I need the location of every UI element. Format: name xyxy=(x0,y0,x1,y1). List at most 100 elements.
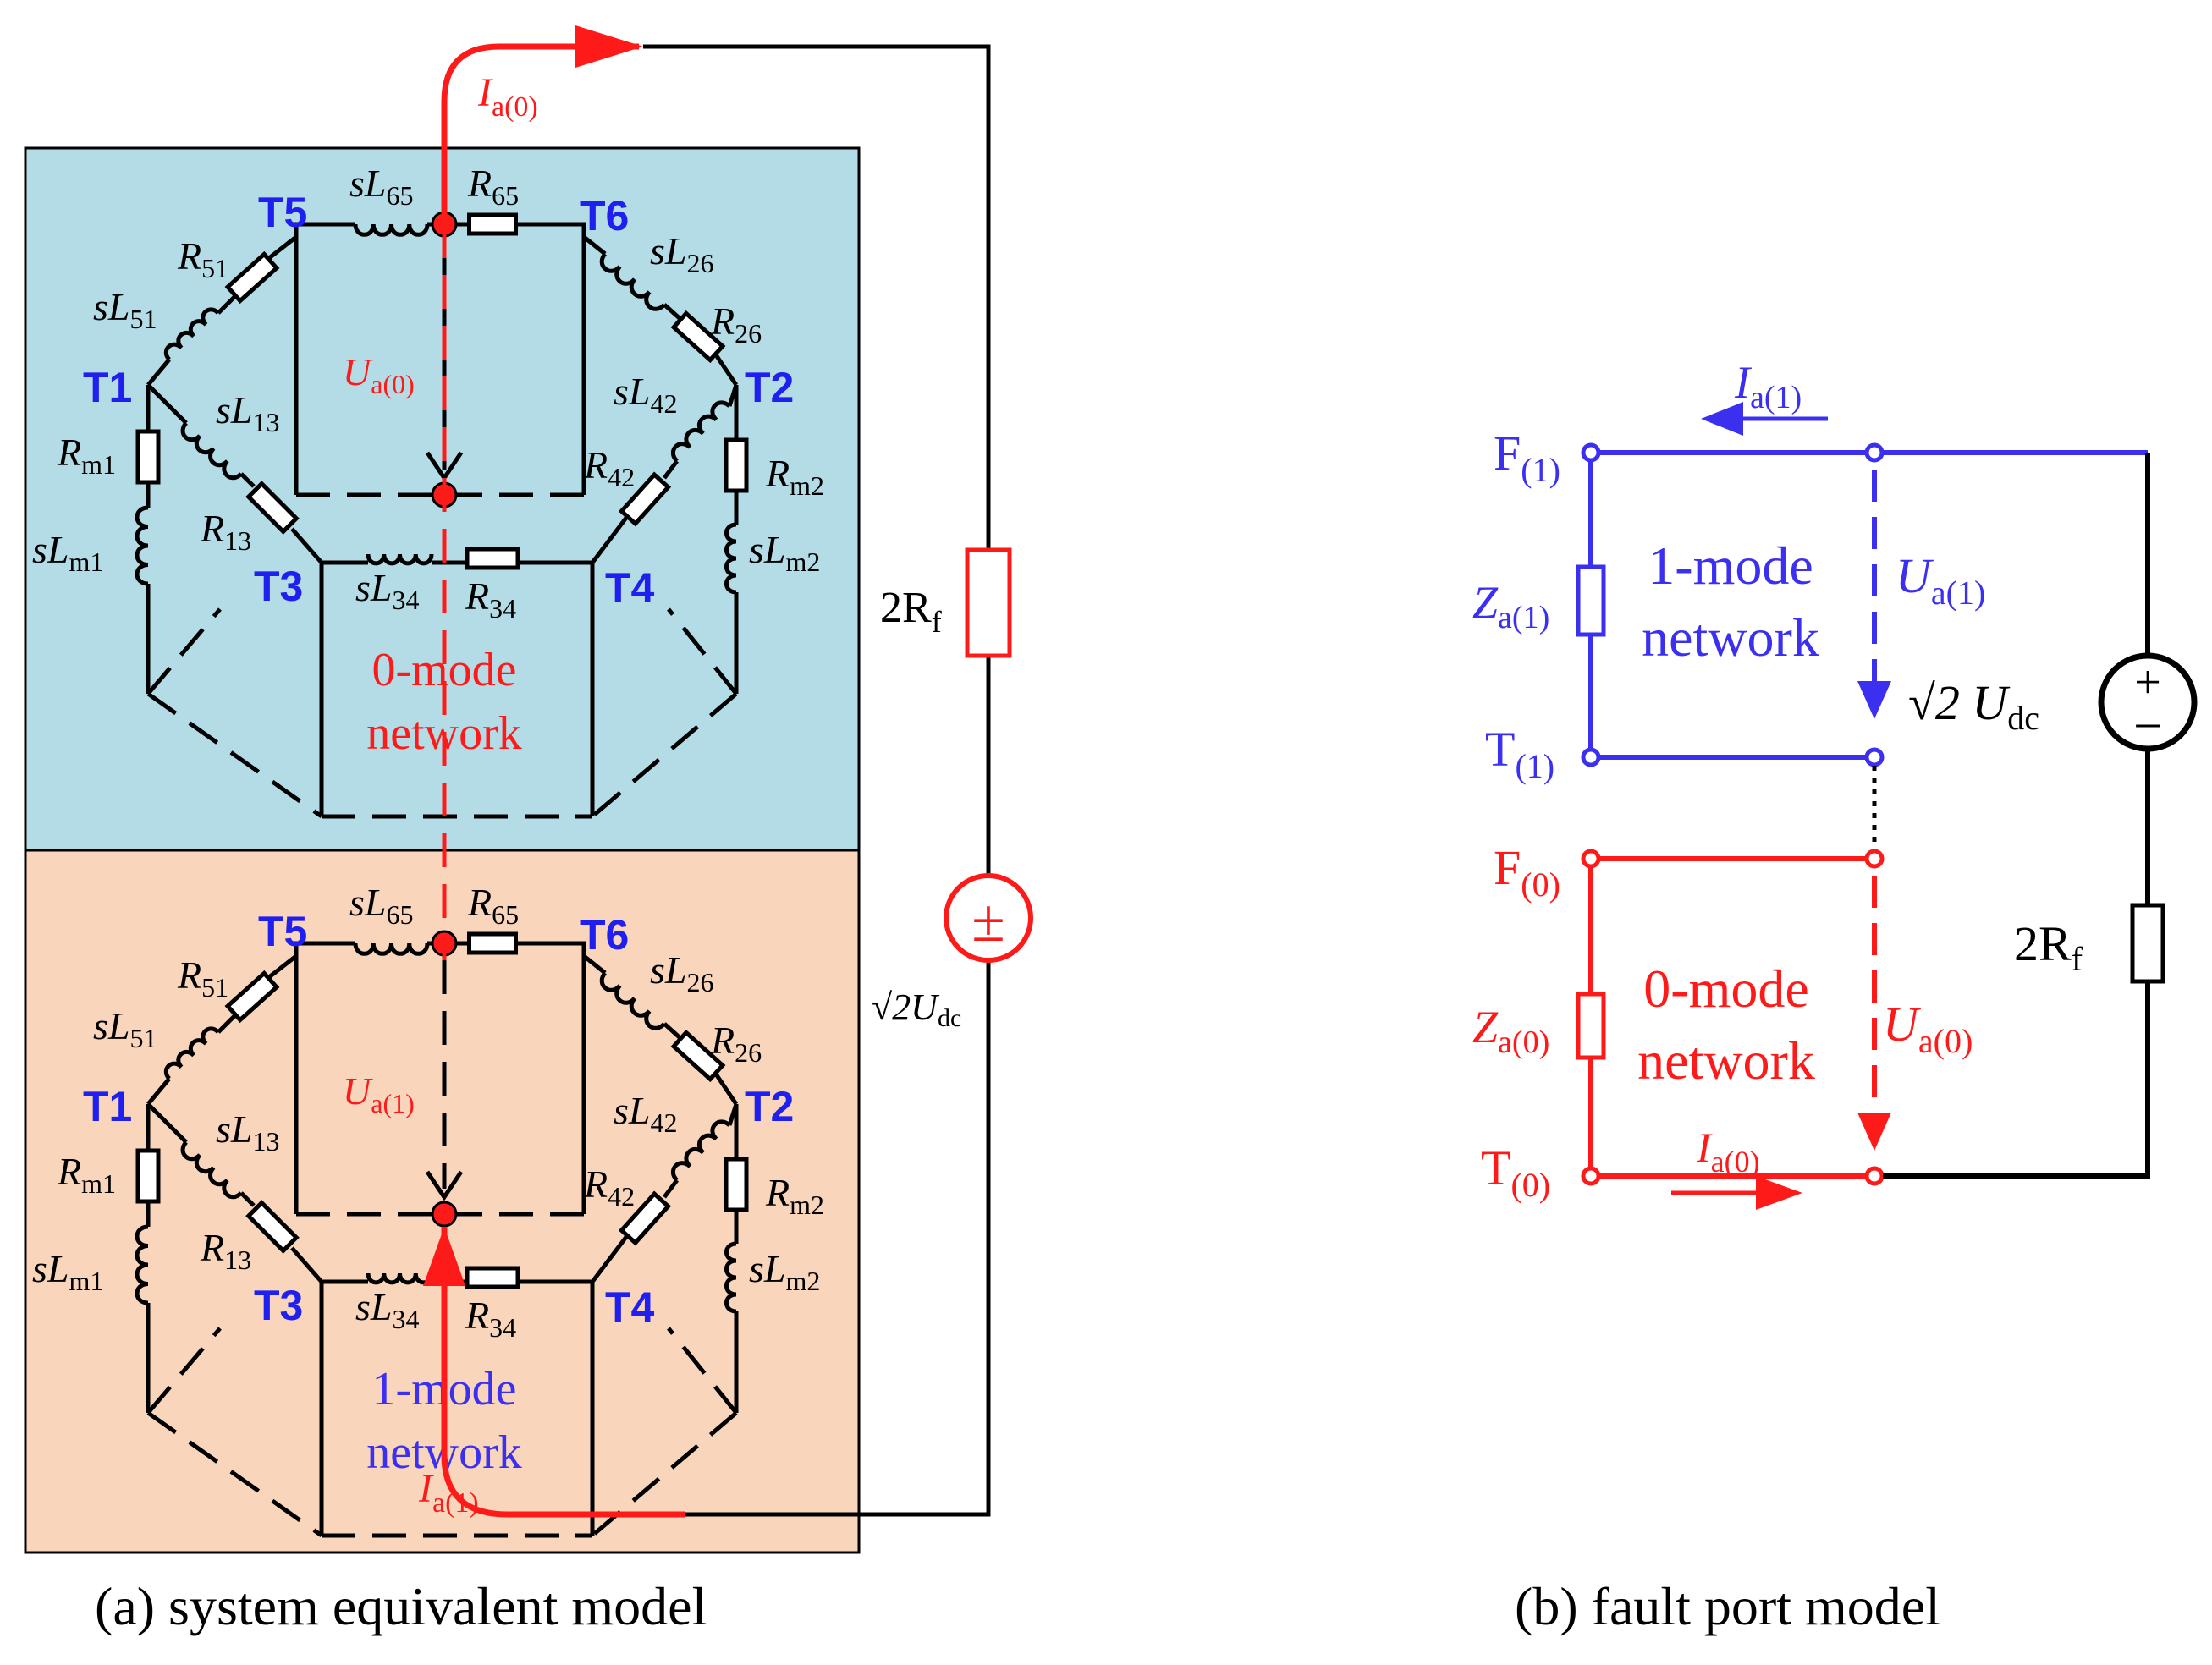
fault-resistor-label: 2Rf xyxy=(880,584,942,639)
resistor-r65 xyxy=(467,931,518,955)
terminal-f0 xyxy=(1581,849,1601,869)
terminal-t2: T2 xyxy=(745,364,794,411)
label-f1: F(1) xyxy=(1494,426,1560,489)
port-resistor-2rf xyxy=(2130,903,2165,984)
resistor-rm2 xyxy=(724,1157,749,1212)
label-t0: T(0) xyxy=(1481,1140,1550,1204)
resistor-r26 xyxy=(670,1029,726,1083)
terminal-t6: T6 xyxy=(580,192,629,239)
fault-current-arrowhead-top xyxy=(575,25,643,68)
label-i0: Ia(0) xyxy=(1696,1124,1760,1179)
label-u0: Ua(0) xyxy=(1883,997,1973,1060)
label-sl42: sL42 xyxy=(614,1089,677,1138)
label-rm1: Rm1 xyxy=(57,431,116,480)
resistor-r34 xyxy=(465,547,520,570)
label-slm1: sLm1 xyxy=(32,528,103,577)
terminal-t0 xyxy=(1581,1166,1601,1186)
terminal-t4: T4 xyxy=(605,1283,655,1331)
terminal-t5: T5 xyxy=(258,189,307,236)
terminal-f0-right xyxy=(1864,849,1885,869)
current-i1-arrowhead xyxy=(1701,402,1743,436)
label-r13: R13 xyxy=(200,507,251,556)
label-slm1: sLm1 xyxy=(32,1247,103,1296)
resistor-r51 xyxy=(224,250,280,305)
label-sl51: sL51 xyxy=(93,285,157,334)
terminal-t0-right xyxy=(1864,1166,1885,1186)
resistor-rm1 xyxy=(135,1148,161,1204)
resistor-rm1 xyxy=(135,429,161,485)
label-r51: R51 xyxy=(177,953,228,1003)
inductor-sl34 xyxy=(366,1272,434,1285)
voltage-arrowhead xyxy=(425,1170,464,1201)
resistor-r13 xyxy=(245,481,300,535)
terminal-t1: T1 xyxy=(83,1083,132,1130)
resistor-r34 xyxy=(465,1266,520,1289)
wire-sl51-t1 xyxy=(146,1077,171,1106)
inductor-sl42 xyxy=(670,1119,731,1182)
terminal-f1 xyxy=(1581,442,1601,463)
label-slm2: sLm2 xyxy=(749,1247,820,1296)
label-u1: Ua(1) xyxy=(1896,548,1985,612)
inductor-sl51 xyxy=(163,1026,220,1080)
inductor-sl26 xyxy=(599,252,666,311)
label-sl34: sL34 xyxy=(355,1285,419,1334)
wire-sl13-t3 xyxy=(239,1191,323,1283)
wire-verticals-lower xyxy=(319,1282,595,1536)
inductor-sl13 xyxy=(180,1140,243,1200)
label-rm2: Rm2 xyxy=(765,452,824,501)
label-sl65: sL65 xyxy=(349,162,413,211)
inductor-sl65 xyxy=(353,223,430,237)
label-r26: R26 xyxy=(710,299,762,349)
terminal-t1-right xyxy=(1864,747,1885,767)
label-za0: Za(0) xyxy=(1472,1002,1549,1060)
inductor-sl26 xyxy=(599,971,666,1030)
caption-a: (a) system equivalent model xyxy=(95,1576,707,1636)
terminal-t2: T2 xyxy=(745,1083,794,1130)
wire-t5-t1 xyxy=(217,235,298,315)
terminal-t3: T3 xyxy=(254,1282,303,1329)
label-sl42: sL42 xyxy=(614,370,677,419)
wire-sl13-t3 xyxy=(239,472,323,564)
label-r13: R13 xyxy=(200,1226,251,1275)
port-resistor-label: 2Rf xyxy=(2014,916,2083,978)
label-i1: Ia(1) xyxy=(1734,357,1802,415)
label-slm2: sLm2 xyxy=(749,528,820,577)
wire-sl26-t2 xyxy=(663,303,739,387)
wire-t6-sl26 xyxy=(582,954,607,975)
current-label-bottom: Ia(1) xyxy=(418,1466,479,1519)
inductor-slm2 xyxy=(724,1241,737,1314)
port-loop-wire xyxy=(1883,453,2150,1179)
label-sl26: sL26 xyxy=(650,948,713,997)
label-r42: R42 xyxy=(583,1162,635,1212)
net0-line1: 0-mode xyxy=(1643,959,1809,1019)
net0-line2: network xyxy=(1637,1030,1815,1091)
label-sl13: sL13 xyxy=(216,1107,279,1157)
port-source-minus: − xyxy=(2133,698,2162,754)
inductor-slm1 xyxy=(135,505,149,586)
voltage-u0-arrowhead xyxy=(1857,1113,1891,1151)
resistor-r13 xyxy=(245,1200,300,1254)
dc-source-symbol xyxy=(944,873,1033,963)
fault-resistor-2rf xyxy=(965,547,1012,658)
wire-sl51-t1 xyxy=(146,358,171,387)
inductor-slm2 xyxy=(724,522,737,595)
net1-line2: network xyxy=(1642,607,1819,668)
fault-current-path xyxy=(441,43,639,224)
impedance-za0 xyxy=(1576,992,1606,1060)
label-r26: R26 xyxy=(710,1019,762,1068)
resistor-r26 xyxy=(670,310,726,364)
label-r65: R65 xyxy=(467,881,519,930)
wire-t1-sl13 xyxy=(146,1102,188,1144)
label-r42: R42 xyxy=(583,443,635,492)
wire-verticals-lower xyxy=(319,563,595,816)
label-sl65: sL65 xyxy=(349,881,413,930)
port-source-plus: + xyxy=(2134,657,2161,709)
inductor-slm1 xyxy=(135,1224,149,1305)
label-za1: Za(1) xyxy=(1472,577,1549,635)
fault-node-center xyxy=(431,1201,458,1228)
caption-b: (b) fault port model xyxy=(1515,1576,1940,1636)
wire-verticals-upper xyxy=(294,956,586,1214)
